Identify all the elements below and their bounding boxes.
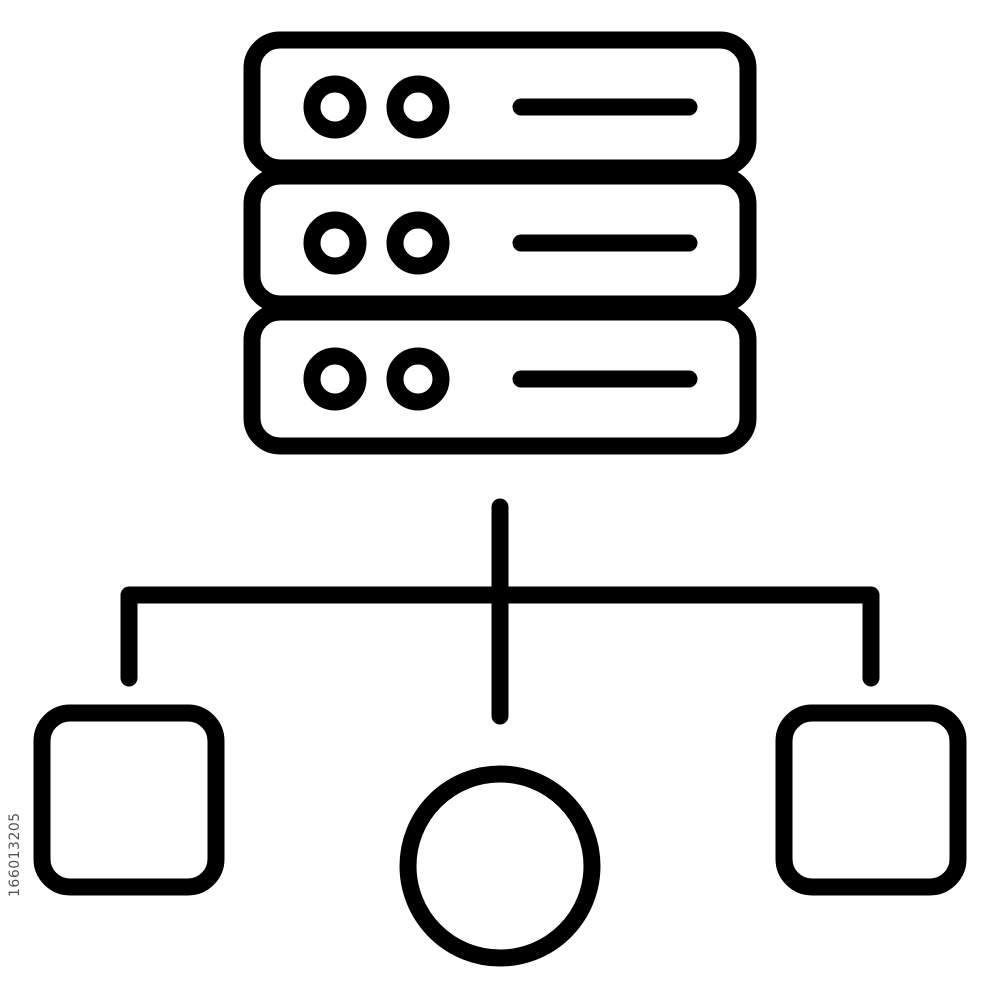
square-node-icon	[775, 704, 967, 896]
server-rack-icon	[243, 31, 757, 455]
status-light-icon	[303, 75, 367, 139]
status-light-icon	[303, 211, 367, 275]
square-node-icon	[33, 704, 225, 896]
server-unit-icon	[243, 167, 757, 313]
connector-branch	[120, 586, 880, 687]
status-light-icon	[303, 347, 367, 411]
server-unit-icon	[243, 303, 757, 455]
stock-id-watermark: 166013205	[7, 812, 23, 898]
status-light-icon	[386, 347, 450, 411]
server-unit-icon	[243, 31, 757, 177]
circle-node-icon	[399, 765, 601, 967]
network-connector-icon	[120, 498, 880, 725]
status-light-icon	[386, 211, 450, 275]
server-unit-frame	[243, 303, 757, 455]
status-light-icon	[386, 75, 450, 139]
